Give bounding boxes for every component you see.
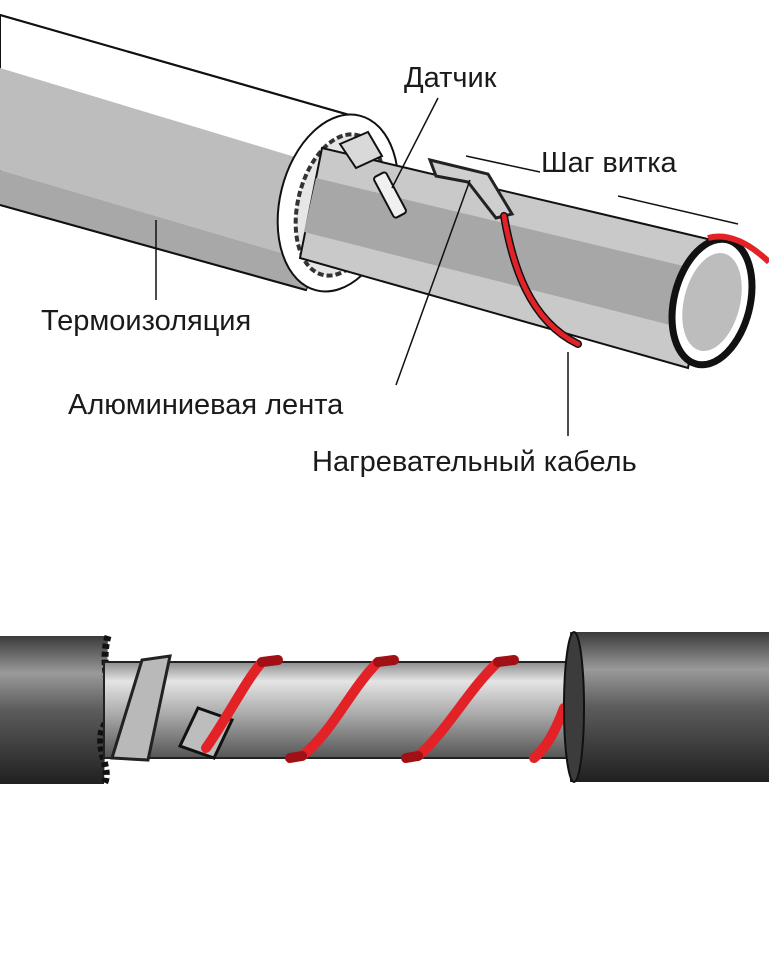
inner-pipe [298,146,756,370]
aluminum-foil-strip [427,157,515,220]
heating-cable-label: Нагревательный кабель [312,446,637,478]
heating-cable-far [707,233,769,265]
heating-cable-spiral [201,655,569,763]
aluminum-foil-label: Алюминиевая лента [68,389,344,421]
thermal-insulation-label: Термоизоляция [41,305,252,337]
temperature-sensor-icon [338,130,407,219]
bottom-diagram [0,631,769,786]
aluminum-foil-strip-bottom [110,654,172,762]
coil-pitch-label: Шаг витка [541,147,677,179]
sensor-label: Датчик [404,62,497,94]
insulation-left-block [0,635,112,786]
insulation-right-block [563,631,769,783]
top-diagram [0,13,769,436]
leader-lines [155,97,739,436]
